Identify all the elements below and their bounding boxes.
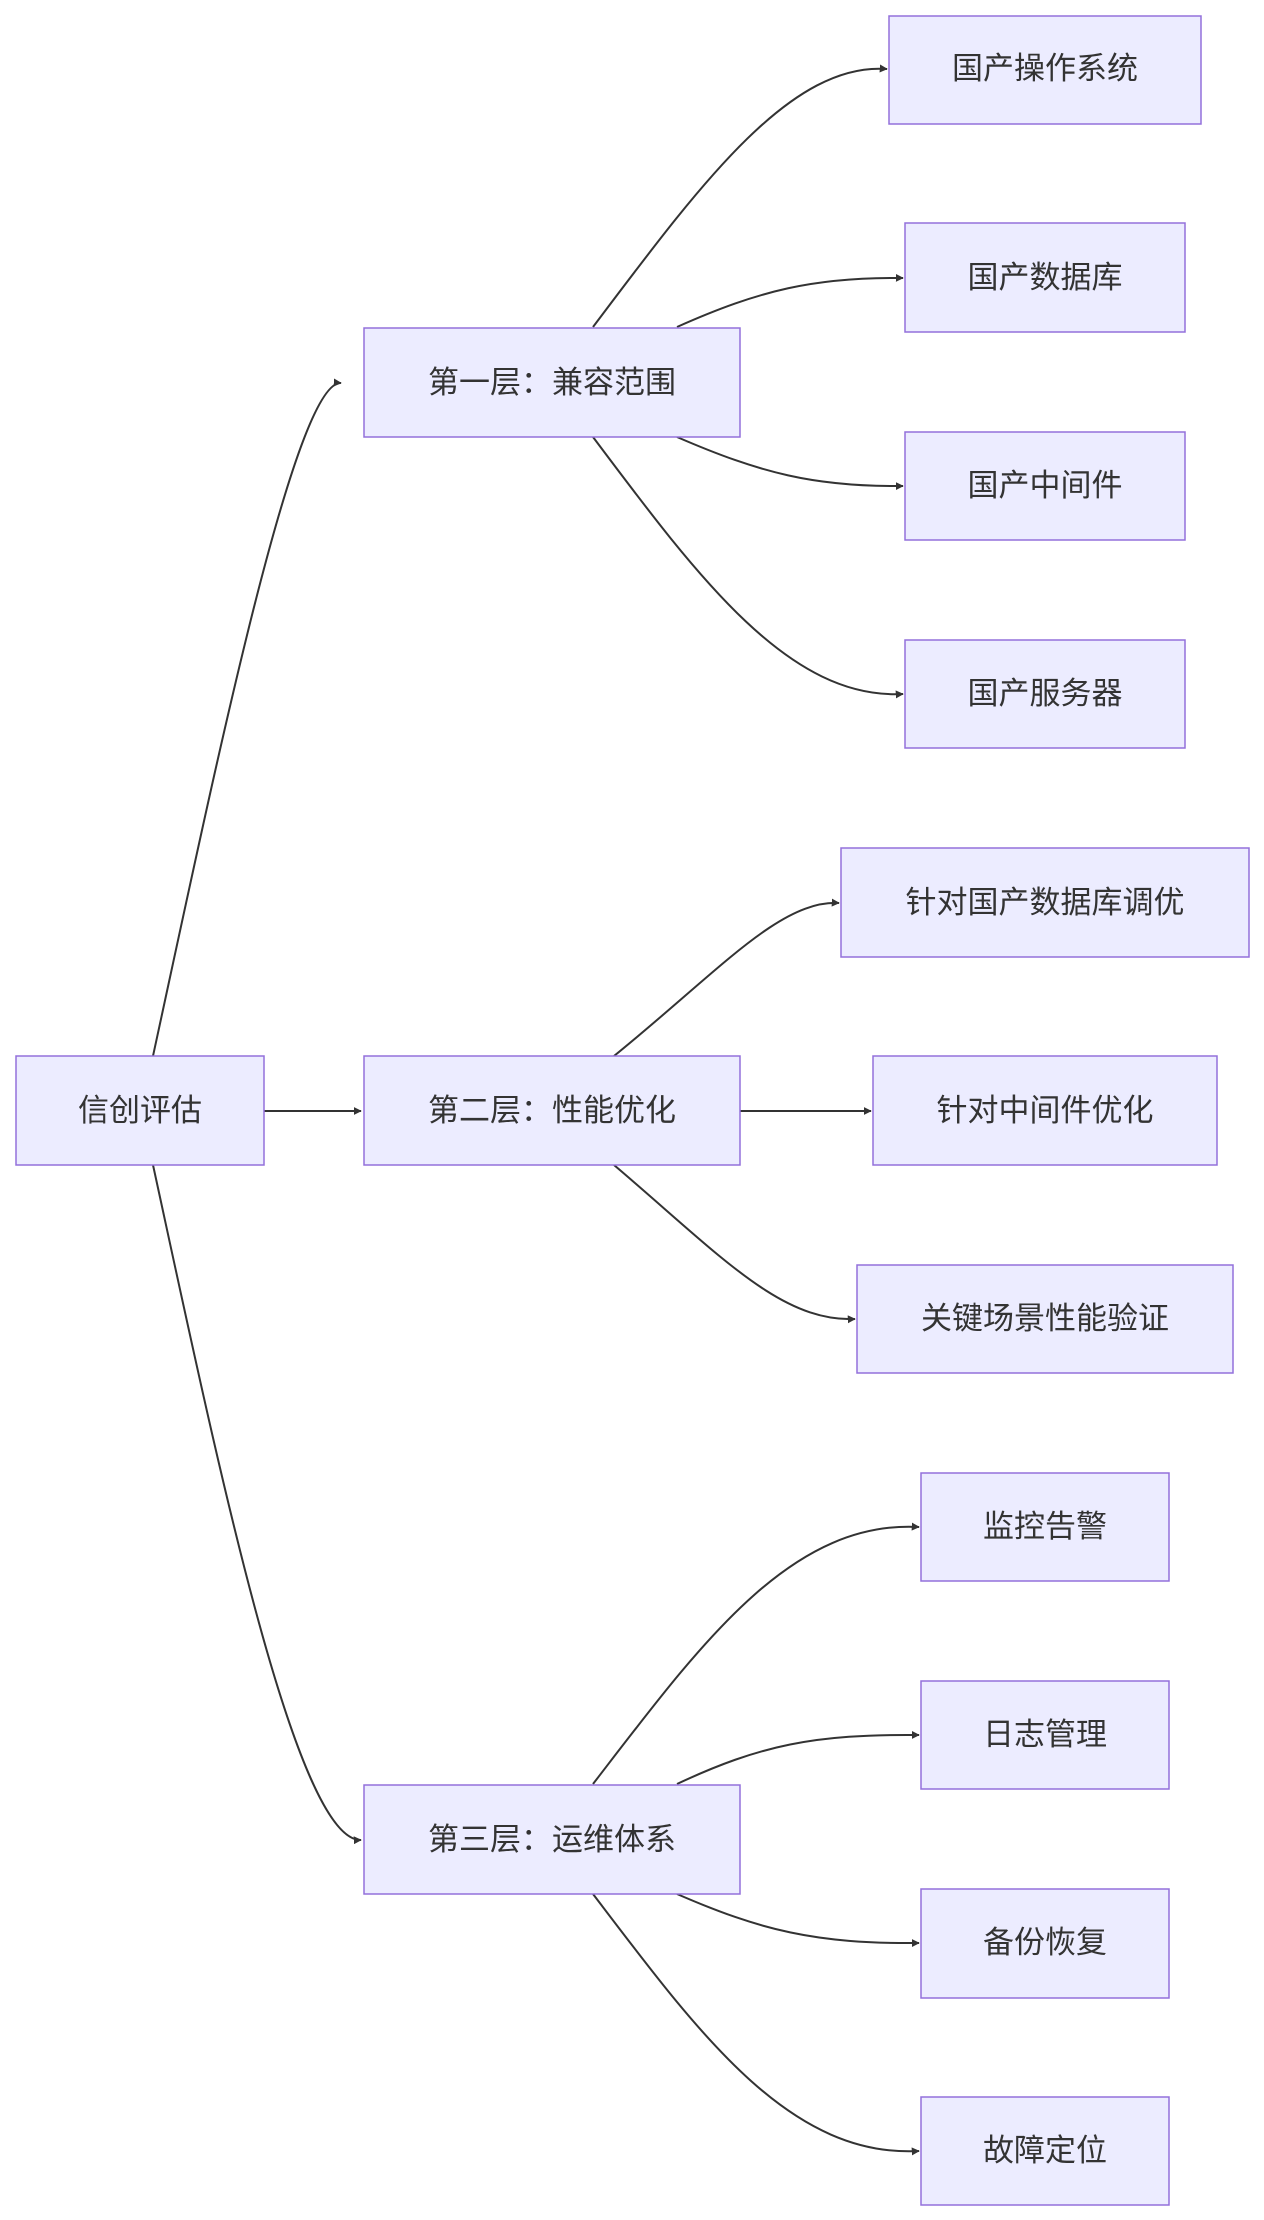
edge-l3-to-mon — [592, 1522, 920, 1785]
node-backup-recovery-label: 备份恢复 — [983, 1925, 1107, 1961]
edge-l1-to-os — [592, 64, 888, 328]
node-db-tuning[interactable]: 针对国产数据库调优 — [840, 847, 1250, 958]
node-performance-validation[interactable]: 关键场景性能验证 — [856, 1264, 1234, 1374]
node-root[interactable]: 信创评估 — [15, 1055, 265, 1166]
edge-l1-to-mw — [676, 436, 904, 491]
node-monitoring-label: 监控告警 — [983, 1509, 1107, 1545]
node-layer2-label: 第二层：性能优化 — [428, 1093, 676, 1129]
node-db-tuning-label: 针对国产数据库调优 — [906, 885, 1185, 921]
node-layer1[interactable]: 第一层：兼容范围 — [363, 327, 741, 438]
node-server[interactable]: 国产服务器 — [904, 639, 1186, 749]
edge-l1-to-db — [676, 273, 904, 328]
edge-l3-to-log — [676, 1730, 920, 1785]
node-layer3-label: 第三层：运维体系 — [428, 1822, 676, 1858]
node-layer2[interactable]: 第二层：性能优化 — [363, 1055, 741, 1166]
edge-l2-to-dbtune — [613, 898, 840, 1057]
node-layer1-label: 第一层：兼容范围 — [428, 365, 676, 401]
node-monitoring[interactable]: 监控告警 — [920, 1472, 1170, 1582]
node-backup-recovery[interactable]: 备份恢复 — [920, 1888, 1170, 1999]
node-middleware-label: 国产中间件 — [968, 468, 1123, 504]
edge-l1-to-srv — [592, 436, 904, 699]
node-middleware-optimization-label: 针对中间件优化 — [937, 1093, 1154, 1129]
node-middleware[interactable]: 国产中间件 — [904, 431, 1186, 541]
edge-l3-to-fault — [592, 1893, 920, 2156]
node-server-label: 国产服务器 — [968, 676, 1123, 712]
nodes-layer: 信创评估 第一层：兼容范围 第二层：性能优化 第三层：运维体系 国产操作系统 国… — [15, 15, 1250, 2206]
node-fault-location[interactable]: 故障定位 — [920, 2096, 1170, 2206]
node-middleware-optimization[interactable]: 针对中间件优化 — [872, 1055, 1218, 1166]
edge-l2-to-perf — [613, 1164, 856, 1324]
node-root-label: 信创评估 — [78, 1093, 202, 1129]
node-os[interactable]: 国产操作系统 — [888, 15, 1202, 125]
node-db[interactable]: 国产数据库 — [904, 222, 1186, 333]
edges-layer — [152, 64, 920, 2156]
node-performance-validation-label: 关键场景性能验证 — [921, 1301, 1169, 1337]
edge-root-to-l1 — [152, 378, 342, 1057]
node-layer3[interactable]: 第三层：运维体系 — [363, 1784, 741, 1895]
node-log-management-label: 日志管理 — [983, 1717, 1107, 1753]
edge-root-to-l3 — [152, 1164, 362, 1845]
edge-l3-to-bak — [676, 1893, 920, 1948]
node-log-management[interactable]: 日志管理 — [920, 1680, 1170, 1790]
node-db-label: 国产数据库 — [968, 260, 1123, 296]
node-os-label: 国产操作系统 — [952, 51, 1138, 87]
node-fault-location-label: 故障定位 — [983, 2133, 1107, 2169]
